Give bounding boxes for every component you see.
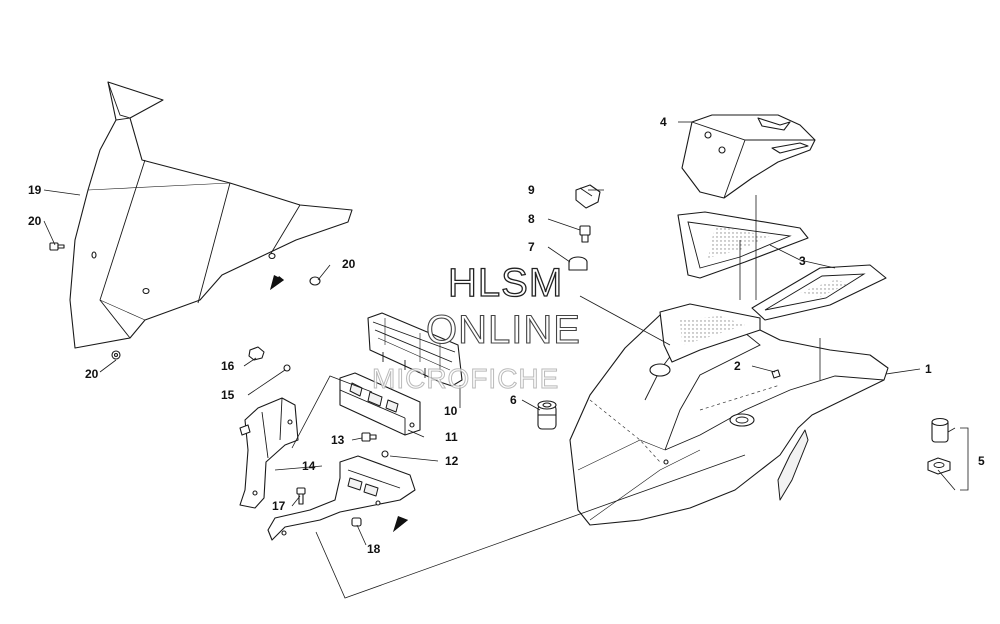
- callout-2: 2: [734, 359, 741, 373]
- windshield: [69, 81, 353, 349]
- hood-opening: [649, 363, 671, 377]
- lower-bracket: [267, 455, 416, 541]
- callout-20-left: 20: [28, 214, 42, 228]
- windshield-washer: [111, 350, 121, 360]
- ignition-switch: [568, 256, 588, 271]
- callout-18: 18: [367, 542, 381, 556]
- lens-lower: [659, 303, 761, 363]
- lens-upper: [677, 211, 809, 279]
- watermark-line1: HLSM: [448, 261, 563, 305]
- windshield-screw-left: [49, 242, 65, 251]
- windshield-hole: [142, 287, 150, 295]
- watermark: HLSM ONLINE MICROFICHE: [372, 260, 581, 394]
- callout-1: 1: [925, 362, 932, 376]
- callout-20-bottom: 20: [85, 367, 99, 381]
- callout-6: 6: [510, 393, 517, 407]
- windshield-hole: [91, 251, 97, 259]
- key-cap: [575, 184, 601, 209]
- callout-labels: 1 2 3 4 5 6 7 8 9 10 11 12 13 14 15 16 1…: [28, 115, 985, 556]
- top-cover: [681, 114, 816, 199]
- callout-5: 5: [978, 454, 985, 468]
- callout-11: 11: [445, 430, 458, 444]
- washer: [283, 364, 291, 372]
- cover-latch: [757, 117, 791, 131]
- callout-7: 7: [528, 240, 535, 254]
- clip: [381, 450, 389, 458]
- arrow-marker: [270, 275, 284, 290]
- accessory-switch: [927, 417, 951, 475]
- callout-4: 4: [660, 115, 667, 129]
- bolt: [361, 432, 377, 442]
- screw: [296, 487, 306, 505]
- watermark-line3: MICROFICHE: [372, 363, 559, 394]
- gauge-assembly: [367, 312, 463, 387]
- mount-bracket: [239, 397, 299, 509]
- hood-opening: [729, 413, 755, 427]
- windshield-screw-right: [309, 276, 321, 286]
- callout-19: 19: [28, 183, 42, 197]
- watermark-line2: ONLINE: [426, 308, 581, 352]
- callout-12: 12: [445, 454, 459, 468]
- nut: [351, 517, 362, 527]
- callout-16: 16: [221, 359, 235, 373]
- arrow-marker: [393, 516, 408, 532]
- callout-3: 3: [799, 254, 806, 268]
- callout-14: 14: [302, 459, 316, 473]
- callout-10: 10: [444, 404, 458, 418]
- callout-8: 8: [528, 212, 535, 226]
- lens-right: [751, 264, 887, 321]
- gauge-bracket: [339, 372, 421, 436]
- callout-9: 9: [528, 183, 535, 197]
- nut: [248, 346, 265, 361]
- windshield-hole: [268, 252, 276, 260]
- key: [579, 225, 591, 243]
- switch: [537, 400, 557, 430]
- callout-17: 17: [272, 499, 286, 513]
- callout-15: 15: [221, 388, 235, 402]
- leader-lines: [43, 121, 969, 599]
- callout-13: 13: [331, 433, 345, 447]
- callout-20-right: 20: [342, 257, 356, 271]
